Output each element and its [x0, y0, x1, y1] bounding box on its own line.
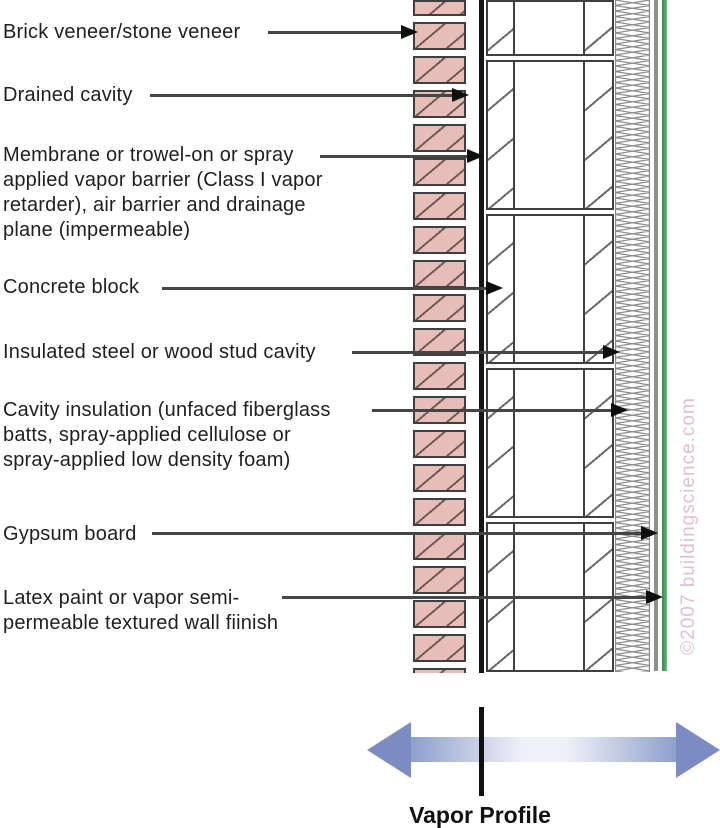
- layer-concrete-block: [486, 0, 614, 673]
- label-latex-paint: Latex paint or vapor semi- permeable tex…: [3, 586, 278, 636]
- layer-latex-paint: [662, 0, 667, 671]
- label-membrane: Membrane or trowel-on or spray applied v…: [3, 143, 323, 243]
- leader-arrow-membrane: [320, 149, 484, 163]
- block-core: [515, 62, 583, 208]
- arrowhead-right-icon: [401, 25, 418, 39]
- label-concrete-block-text: Concrete block: [3, 276, 140, 298]
- label-gypsum-board-text: Gypsum board: [3, 523, 137, 545]
- block-face-shell: [583, 370, 612, 516]
- brick-course: [413, 600, 466, 628]
- brick-course: [413, 498, 466, 526]
- arrowhead-right-icon: [646, 590, 663, 604]
- arrow-shaft: [152, 531, 641, 535]
- label-gypsum-board: Gypsum board: [3, 522, 137, 547]
- arrowhead-right-icon: [641, 526, 658, 540]
- layer-cavity-insulation: [615, 0, 650, 672]
- arrowhead-right-icon: [486, 281, 503, 295]
- layer-gypsum-board: [654, 0, 658, 671]
- block-face-shell: [583, 62, 612, 208]
- label-drained-cavity: Drained cavity: [3, 83, 133, 108]
- label-cavity-insulation: Cavity insulation (unfaced fiberglass ba…: [3, 398, 331, 473]
- brick-course: [413, 192, 466, 220]
- block-face-shell: [583, 2, 612, 54]
- block-face-shell: [488, 2, 515, 54]
- arrow-shaft: [372, 408, 611, 412]
- brick-course: [413, 56, 466, 84]
- layer-membrane-vapor-barrier: [479, 0, 484, 673]
- leader-arrow-cavity-insulation: [372, 403, 628, 417]
- concrete-block-course: [486, 0, 614, 56]
- insulation-zigzag: [615, 0, 650, 672]
- brick-course: [413, 260, 466, 288]
- brick-course: [413, 634, 466, 662]
- label-cavity-insulation-text: Cavity insulation (unfaced fiberglass ba…: [3, 399, 331, 471]
- vapor-profile-axis-line: [479, 707, 484, 796]
- brick-course: [413, 22, 466, 50]
- brick-course: [413, 226, 466, 254]
- label-stud-cavity-text: Insulated steel or wood stud cavity: [3, 341, 316, 363]
- brick-course: [413, 0, 466, 16]
- arrow-shaft: [320, 154, 467, 158]
- block-core: [515, 216, 583, 362]
- block-core: [515, 370, 583, 516]
- leader-arrow-gypsum-board: [152, 526, 658, 540]
- block-face-shell: [583, 216, 612, 362]
- arrow-right-icon: [676, 722, 720, 778]
- concrete-block-course: [486, 214, 614, 364]
- vapor-profile-label: Vapor Profile: [409, 802, 551, 828]
- leader-arrow-brick-veneer: [268, 25, 418, 39]
- label-brick-veneer-text: Brick veneer/stone veneer: [3, 21, 241, 43]
- label-brick-veneer: Brick veneer/stone veneer: [3, 20, 240, 45]
- block-face-shell: [488, 62, 515, 208]
- leader-arrow-stud-cavity: [352, 345, 620, 359]
- concrete-block-course: [486, 368, 614, 518]
- arrow-left-icon: [367, 722, 411, 778]
- concrete-block-course: [486, 60, 614, 210]
- arrowhead-right-icon: [611, 403, 628, 417]
- label-concrete-block: Concrete block: [3, 275, 139, 300]
- label-membrane-text: Membrane or trowel-on or spray applied v…: [3, 144, 323, 241]
- watermark: ©2007 buildingscience.com: [678, 397, 699, 655]
- leader-arrow-concrete-block: [162, 281, 503, 295]
- vapor-profile-arrow-body: [406, 737, 682, 762]
- label-stud-cavity: Insulated steel or wood stud cavity: [3, 340, 316, 365]
- brick-course: [413, 158, 466, 186]
- arrow-shaft: [268, 30, 401, 34]
- brick-course: [413, 532, 466, 560]
- block-face-shell: [488, 370, 515, 516]
- label-drained-cavity-text: Drained cavity: [3, 84, 133, 106]
- arrowhead-right-icon: [467, 149, 484, 163]
- block-core: [515, 2, 583, 54]
- arrow-shaft: [282, 595, 646, 599]
- brick-course: [413, 294, 466, 322]
- brick-course: [413, 464, 466, 492]
- arrow-shaft: [162, 286, 486, 290]
- brick-course: [413, 566, 466, 594]
- arrowhead-right-icon: [603, 345, 620, 359]
- label-latex-paint-text: Latex paint or vapor semi- permeable tex…: [3, 587, 279, 634]
- brick-course: [413, 362, 466, 390]
- arrow-shaft: [352, 350, 603, 354]
- brick-course: [413, 430, 466, 458]
- brick-course: [413, 124, 466, 152]
- leader-arrow-drained-cavity: [150, 88, 469, 102]
- arrowhead-right-icon: [452, 88, 469, 102]
- arrow-shaft: [150, 93, 452, 97]
- leader-arrow-latex-paint: [282, 590, 663, 604]
- brick-course: [413, 668, 466, 673]
- insulation-zigzag: [615, 0, 650, 672]
